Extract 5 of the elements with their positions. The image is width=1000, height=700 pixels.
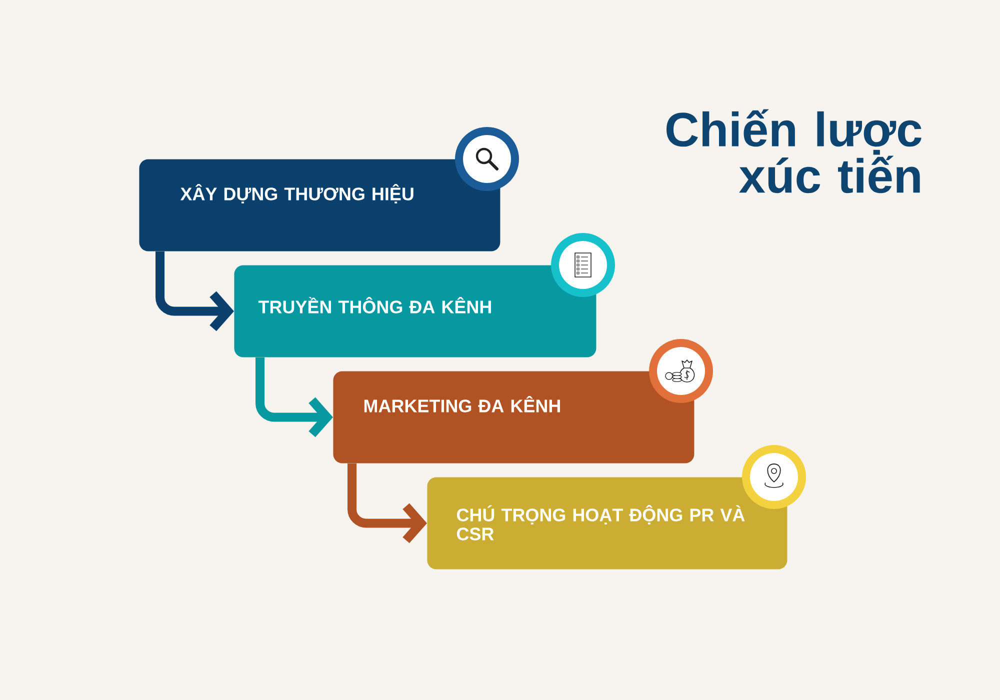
step-box: CHÚ TRỌNG HOẠT ĐỘNG PR VÀ CSR (427, 477, 788, 570)
step-box: MARKETING ĐA KÊNH (333, 371, 694, 464)
step-box: TRUYỀN THÔNG ĐA KÊNH (234, 265, 596, 358)
title: Chiến lược xúc tiến (666, 109, 922, 194)
step-box: XÂY DỰNG THƯƠNG HIỆU (139, 159, 500, 252)
